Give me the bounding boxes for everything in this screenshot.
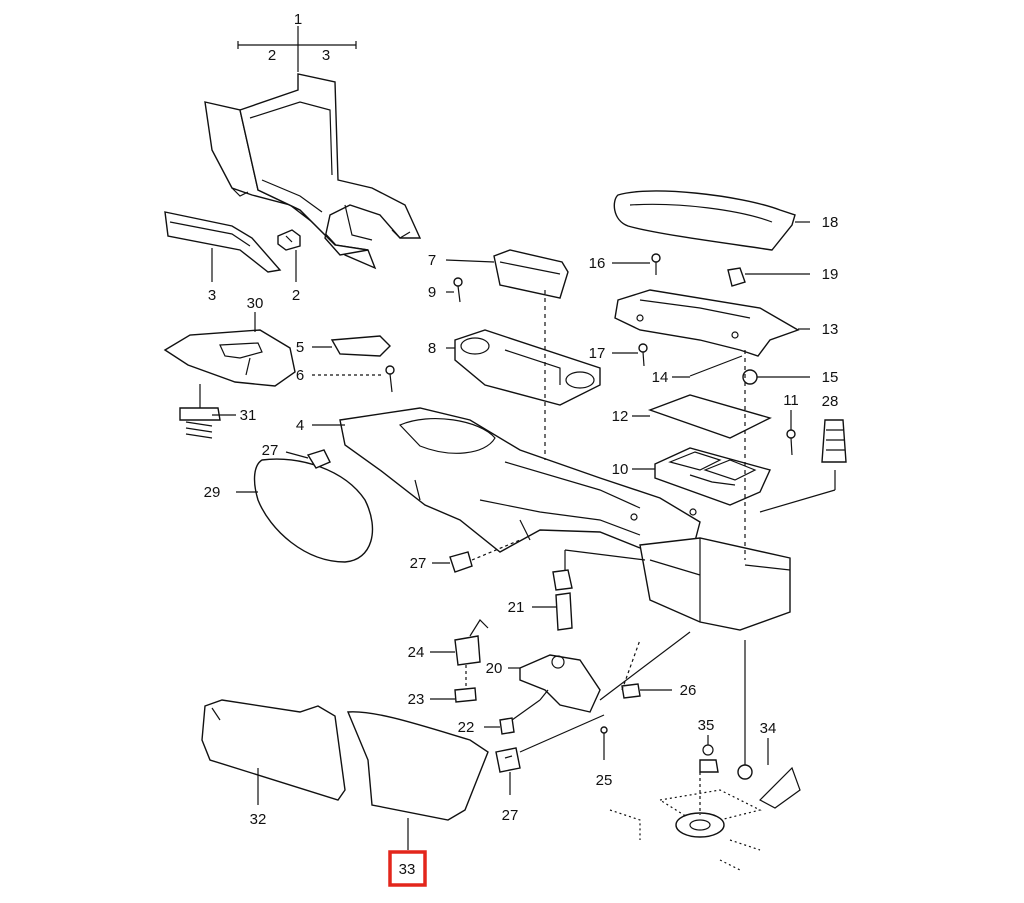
part-2-clip	[277, 229, 301, 251]
part-7-ashtray-insert	[493, 249, 569, 299]
part-30-shift-trim-plate	[163, 329, 296, 387]
label-26: 26	[680, 682, 697, 699]
part-21-lock-cylinder	[552, 569, 573, 631]
label-22: 22	[458, 719, 475, 736]
label-32: 32	[250, 811, 267, 828]
part-16-pin	[651, 253, 661, 275]
label-31: 31	[240, 407, 257, 424]
label-6: 6	[296, 367, 304, 384]
label-23: 23	[408, 691, 425, 708]
part-20-lock-housing	[519, 654, 601, 713]
label-30: 30	[247, 295, 264, 312]
part-24-switch	[454, 619, 489, 666]
label-28: 28	[822, 393, 839, 410]
part-27-clip-lower	[495, 747, 521, 773]
part-18-armrest-lid	[613, 190, 796, 251]
label-35: 35	[698, 717, 715, 734]
label-9: 9	[428, 284, 436, 301]
label-15: 15	[822, 369, 839, 386]
label-12: 12	[612, 408, 629, 425]
label-3-header: 3	[322, 47, 330, 64]
part-28-hinge	[821, 419, 847, 463]
part-13-armrest-base	[614, 289, 800, 357]
label-2-header: 2	[268, 47, 276, 64]
part-17-screw	[638, 343, 648, 367]
part-10-storage-tray	[654, 447, 771, 506]
label-3: 3	[208, 287, 216, 304]
label-27-lower: 27	[502, 807, 519, 824]
part-8-cupholder-tray	[454, 290, 601, 460]
part-23-bracket	[454, 687, 477, 703]
label-27-upper: 27	[262, 442, 279, 459]
label-10: 10	[612, 461, 629, 478]
label-18: 18	[822, 214, 839, 231]
part-3-side-trim	[164, 211, 282, 273]
label-33: 33	[399, 861, 416, 878]
label-34: 34	[760, 720, 777, 737]
part-26-clip	[621, 683, 641, 699]
part-35-grommet	[699, 744, 719, 773]
part-14-rod	[689, 355, 743, 377]
label-2: 2	[292, 287, 300, 304]
part-9-screw	[453, 277, 463, 303]
label-29: 29	[204, 484, 221, 501]
part-32-side-panel-left	[201, 699, 346, 801]
label-25: 25	[596, 772, 613, 789]
part-33-side-panel-right	[346, 711, 489, 821]
part-6-screw	[385, 365, 395, 393]
label-17: 17	[589, 345, 606, 362]
part-1-front-trim	[204, 73, 422, 270]
label-27-mid: 27	[410, 555, 427, 572]
label-4: 4	[296, 417, 304, 434]
label-11: 11	[783, 392, 799, 409]
part-4-console-body	[339, 407, 701, 561]
console-rear-box	[639, 537, 791, 631]
label-13: 13	[822, 321, 839, 338]
part-27-clip-upper	[306, 449, 331, 469]
part-29-end-cap	[253, 458, 374, 563]
label-5: 5	[296, 339, 304, 356]
label-20: 20	[486, 660, 503, 677]
part-34-fastener	[737, 640, 753, 780]
header-bracket	[237, 26, 357, 72]
part-25-screw	[600, 726, 608, 760]
label-7: 7	[428, 252, 436, 269]
label-16: 16	[589, 255, 606, 272]
label-14: 14	[652, 369, 669, 386]
part-22-release-cable	[499, 699, 541, 735]
label-24: 24	[408, 644, 425, 661]
part-31-boot-spring	[179, 384, 221, 439]
highlight-box-33	[388, 850, 427, 887]
part-12-pad	[647, 394, 772, 439]
part-5-cover	[330, 335, 391, 357]
part-11-screw	[786, 429, 796, 456]
label-8: 8	[428, 340, 436, 357]
label-1: 1	[294, 11, 302, 28]
floor-mount-bracket	[609, 766, 801, 871]
part-27-clip-mid	[449, 551, 473, 573]
label-19: 19	[822, 266, 839, 283]
label-21: 21	[508, 599, 525, 616]
part-19-latch	[727, 267, 746, 287]
